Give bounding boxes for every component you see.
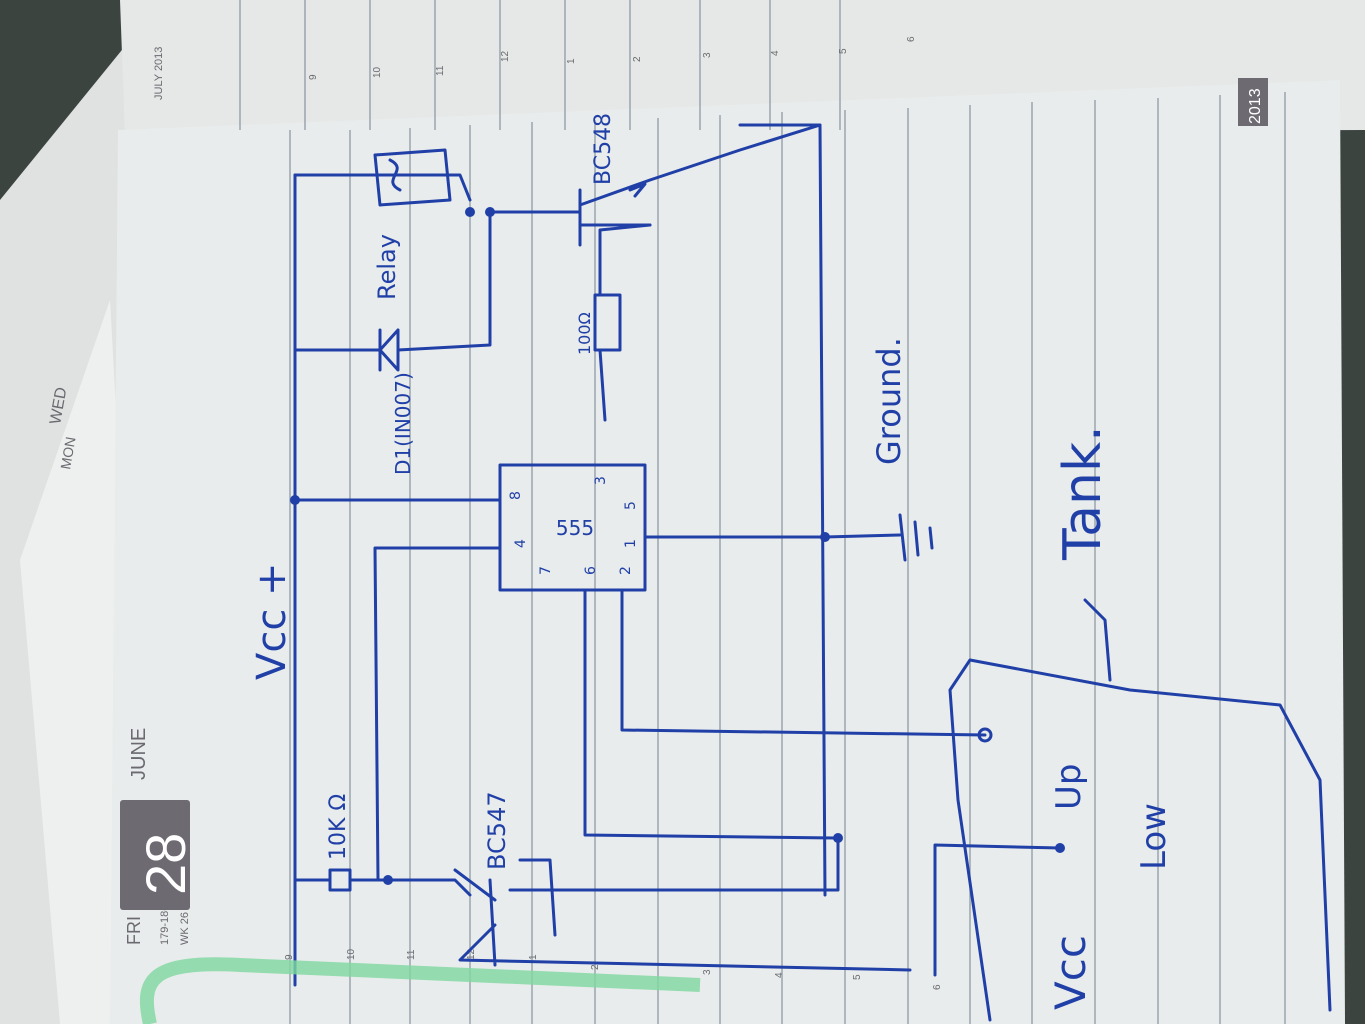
circuit-drawing <box>290 123 1332 1022</box>
hour-label: 4 <box>774 972 785 978</box>
resistor-100ohm-label: 100Ω <box>575 312 594 355</box>
facing-hour-label: 11 <box>435 65 446 76</box>
vcc-bottom-label: Vcc <box>1046 935 1095 1010</box>
year-badge-text: 2013 <box>1247 88 1264 124</box>
pin-6: 6 <box>583 566 599 575</box>
diode-wire <box>293 210 492 352</box>
relay-label: Relay <box>373 234 401 300</box>
relay-coil <box>388 158 402 192</box>
day-number: 28 <box>134 833 197 895</box>
bc547-wires <box>508 838 840 937</box>
hour-label: 12 <box>466 948 477 960</box>
bc547-label: BC547 <box>483 791 511 870</box>
prev-page-weekday: WED <box>47 386 70 426</box>
week-number: WK 26 <box>179 912 191 945</box>
low-probe-label: Low <box>1134 803 1174 870</box>
hour-label: 10 <box>346 948 357 960</box>
hour-label: 3 <box>702 969 713 975</box>
tank-label: Tank. <box>1053 425 1113 561</box>
year-badge <box>1238 78 1268 126</box>
weekday: FRI <box>124 916 144 945</box>
date-badge <box>120 800 190 910</box>
ic-555 <box>498 463 647 592</box>
ic-555-label: 555 <box>556 516 594 540</box>
bc548-label: BC548 <box>591 113 616 185</box>
hour-label: 5 <box>852 974 863 980</box>
hour-label: 9 <box>284 954 295 960</box>
diary-page <box>110 80 1345 1024</box>
resistor-10k-label: 10K Ω <box>326 794 351 860</box>
up-probe-label: Up <box>1049 764 1089 810</box>
ground-label: Ground. <box>870 337 908 465</box>
diode-label: D1(IN007) <box>391 372 415 475</box>
ground-rail <box>738 123 827 897</box>
bc547-symbol <box>453 868 912 972</box>
hour-label: 2 <box>590 964 601 970</box>
facing-hour-label: 12 <box>500 50 511 62</box>
facing-hour-label: 6 <box>906 36 917 42</box>
facing-hour-label: 3 <box>702 52 713 58</box>
pin4-wire <box>373 546 502 882</box>
facing-hour-label: 4 <box>770 50 781 56</box>
pin2-wire <box>620 588 987 737</box>
pin-1: 1 <box>623 539 639 548</box>
tank-pointer <box>1083 598 1112 682</box>
vcc-plus-label: Vcc + <box>249 562 295 680</box>
resistor-100ohm <box>593 293 622 352</box>
up-probe-wire <box>933 843 1062 977</box>
facing-hour-label: 10 <box>372 66 383 78</box>
ground-symbol <box>898 513 934 562</box>
facing-hour-label: 1 <box>566 58 577 64</box>
resistor-10k <box>328 868 352 892</box>
tank-outline <box>948 658 1332 1022</box>
diode-symbol <box>378 328 400 372</box>
pin-3: 3 <box>593 476 609 485</box>
pin-5: 5 <box>623 501 639 510</box>
pin-4: 4 <box>513 539 529 548</box>
hour-label: 11 <box>406 949 417 960</box>
pin-2: 2 <box>618 566 634 575</box>
next-month-title: JULY 2013 <box>153 47 165 100</box>
pin-8: 8 <box>508 491 524 500</box>
output-wire <box>598 223 652 422</box>
hour-label: 6 <box>932 984 943 990</box>
hour-label: 1 <box>528 954 539 960</box>
relay-supply-wire <box>293 173 472 202</box>
prev-page-weekday-2: MON <box>57 436 78 471</box>
bc548-arrow <box>628 182 647 198</box>
month-name: JUNE <box>128 728 150 780</box>
pin-7: 7 <box>538 566 554 575</box>
relay-symbol <box>373 148 452 207</box>
facing-hour-label: 9 <box>308 74 319 80</box>
green-highlighter-mark <box>140 957 701 1024</box>
facing-hour-label: 5 <box>838 48 849 54</box>
facing-hour-label: 2 <box>632 56 643 62</box>
day-range: 179-186 <box>159 905 171 945</box>
ruled-lines <box>239 0 1286 1024</box>
pin6-wire <box>583 588 837 840</box>
